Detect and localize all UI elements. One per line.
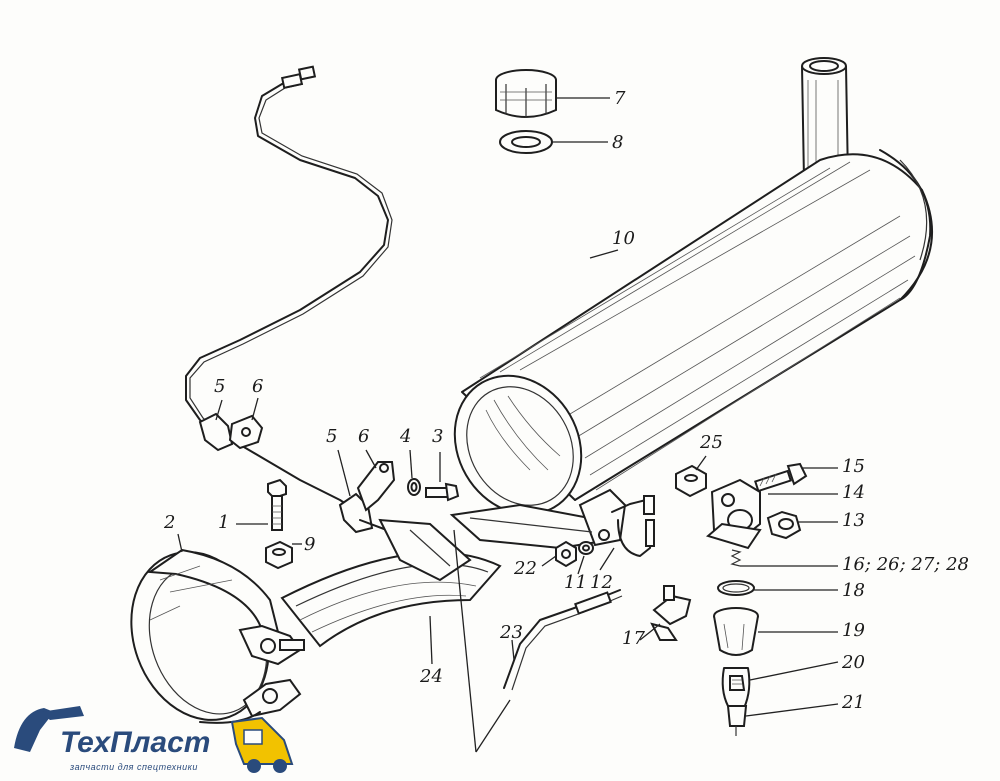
label-17: 17 <box>622 628 645 649</box>
label-20: 20 <box>842 652 865 673</box>
nut-22 <box>555 540 577 568</box>
label-8: 8 <box>612 132 624 153</box>
leader-lines <box>177 97 839 753</box>
label-1: 1 <box>218 512 230 533</box>
bolt-1 <box>267 478 287 531</box>
pipe-clip-middle <box>338 461 421 541</box>
label-11: 11 <box>564 572 587 593</box>
filter-bowl <box>713 607 759 656</box>
label-7: 7 <box>614 88 626 109</box>
label-6-middle: 6 <box>358 426 370 447</box>
label-25: 25 <box>700 432 723 453</box>
tube-23 <box>503 589 623 691</box>
heat-shield <box>280 518 502 648</box>
label-21: 21 <box>842 692 865 713</box>
label-5-upper: 5 <box>214 376 226 397</box>
pipe-clip-upper <box>198 412 264 452</box>
logo-excavator-icon <box>14 706 294 773</box>
nut-13 <box>766 510 802 540</box>
label-24: 24 <box>420 666 443 687</box>
bolt-15 <box>754 462 808 493</box>
washer-11 <box>578 541 594 555</box>
sealing-ring <box>717 580 755 596</box>
cap-nut <box>495 69 557 118</box>
bowl-clip <box>721 667 751 736</box>
label-6-upper: 6 <box>252 376 264 397</box>
logo-tagline: запчасти для спецтехники <box>70 762 198 772</box>
clamp-strap <box>130 548 305 724</box>
label-18: 18 <box>842 580 865 601</box>
washer-4 <box>407 478 421 496</box>
nut-9 <box>265 540 293 570</box>
washer <box>499 130 553 154</box>
label-4: 4 <box>400 426 412 447</box>
drain-hose <box>611 495 655 557</box>
label-2: 2 <box>164 512 176 533</box>
spring-16 <box>730 549 742 567</box>
label-12: 12 <box>590 572 613 593</box>
tank-body <box>449 57 933 550</box>
label-22: 22 <box>514 558 537 579</box>
label-19: 19 <box>842 620 865 641</box>
bolt-3 <box>425 482 460 502</box>
label-3: 3 <box>432 426 444 447</box>
label-23: 23 <box>500 622 523 643</box>
drain-tap <box>650 585 692 641</box>
logo-brand-text: ТехПласт <box>60 726 211 759</box>
label-5-middle: 5 <box>326 426 338 447</box>
label-10: 10 <box>612 228 635 249</box>
label-16-26-27-28: 16; 26; 27; 28 <box>842 554 969 575</box>
label-14: 14 <box>842 482 865 503</box>
fitting-25 <box>675 464 707 498</box>
label-9: 9 <box>304 534 316 555</box>
label-13: 13 <box>842 510 865 531</box>
filter-housing <box>705 478 762 550</box>
label-15: 15 <box>842 456 865 477</box>
